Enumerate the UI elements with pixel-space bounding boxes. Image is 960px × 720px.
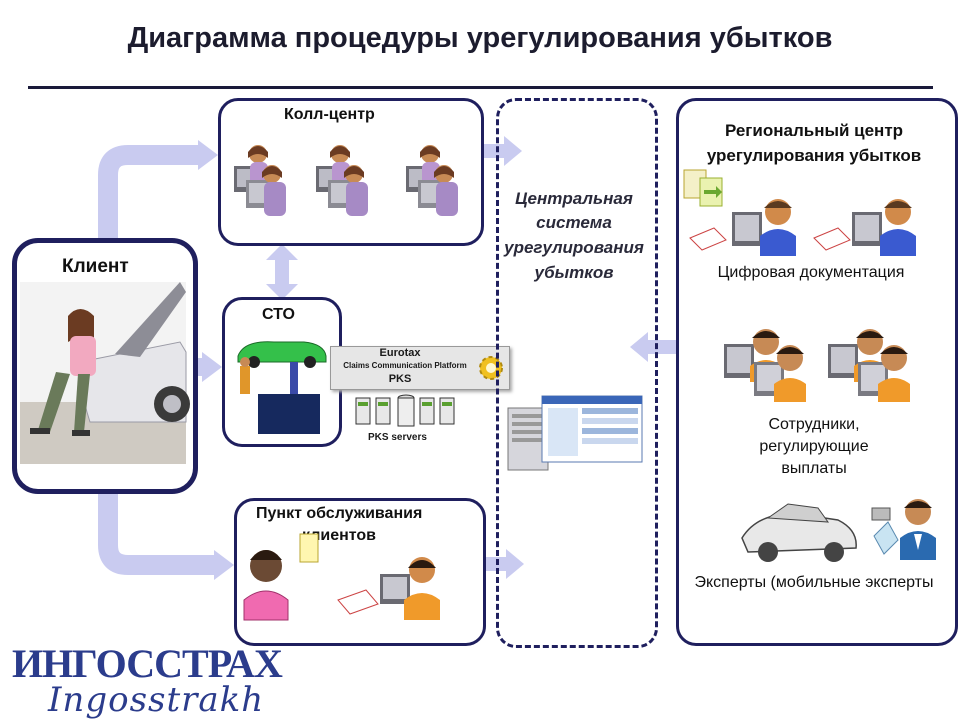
arrow-client-callcenter xyxy=(108,155,200,238)
central-system-line3: урегулирования xyxy=(496,238,652,258)
eurotax-subtitle: Claims Communication Platform xyxy=(330,361,480,370)
sto-label: СТО xyxy=(262,306,295,324)
central-system-line1: Центральная xyxy=(496,189,652,209)
arrowhead-sto xyxy=(202,352,222,382)
central-system-line2: система xyxy=(496,213,652,233)
arrow-callcenter-sto xyxy=(275,258,289,286)
client-car-photo xyxy=(20,282,186,464)
regional-center-title-1: Региональный центр xyxy=(676,121,952,141)
central-system-box xyxy=(496,98,658,648)
staff-label-1: Сотрудники, xyxy=(676,416,952,434)
database-server-icon xyxy=(506,392,644,474)
eurotax-title: Eurotax xyxy=(330,347,470,359)
central-system-line4: убытков xyxy=(496,263,652,283)
service-point-label-1: Пункт обслуживания xyxy=(256,505,422,523)
eurotax-pks: PKS xyxy=(330,373,470,385)
arrowhead-service xyxy=(214,550,234,580)
ingosstrakh-logo-script: Ingosstrakh xyxy=(48,680,264,720)
digital-documentation-icon xyxy=(684,164,930,260)
experts-icon xyxy=(738,494,944,570)
car-lift-icon xyxy=(234,336,330,436)
arrowhead-callcenter xyxy=(198,140,218,170)
staff-label-3: выплаты xyxy=(676,460,952,478)
pks-servers-label: PKS servers xyxy=(368,432,427,443)
call-center-operators-icon xyxy=(228,140,468,232)
regional-center-title-2: урегулирования убытков xyxy=(676,146,952,166)
experts-label: Эксперты (мобильные эксперты xyxy=(676,574,952,592)
pks-servers-icon xyxy=(354,392,470,432)
staff-icon xyxy=(718,322,920,412)
arrow-client-service xyxy=(108,490,215,565)
service-point-staff-icon xyxy=(238,530,478,630)
digital-docs-label: Цифровая документация xyxy=(676,264,946,282)
client-label: Клиент xyxy=(62,256,129,278)
call-center-label: Колл-центр xyxy=(284,106,375,124)
staff-label-2: регулирующие xyxy=(676,438,952,456)
